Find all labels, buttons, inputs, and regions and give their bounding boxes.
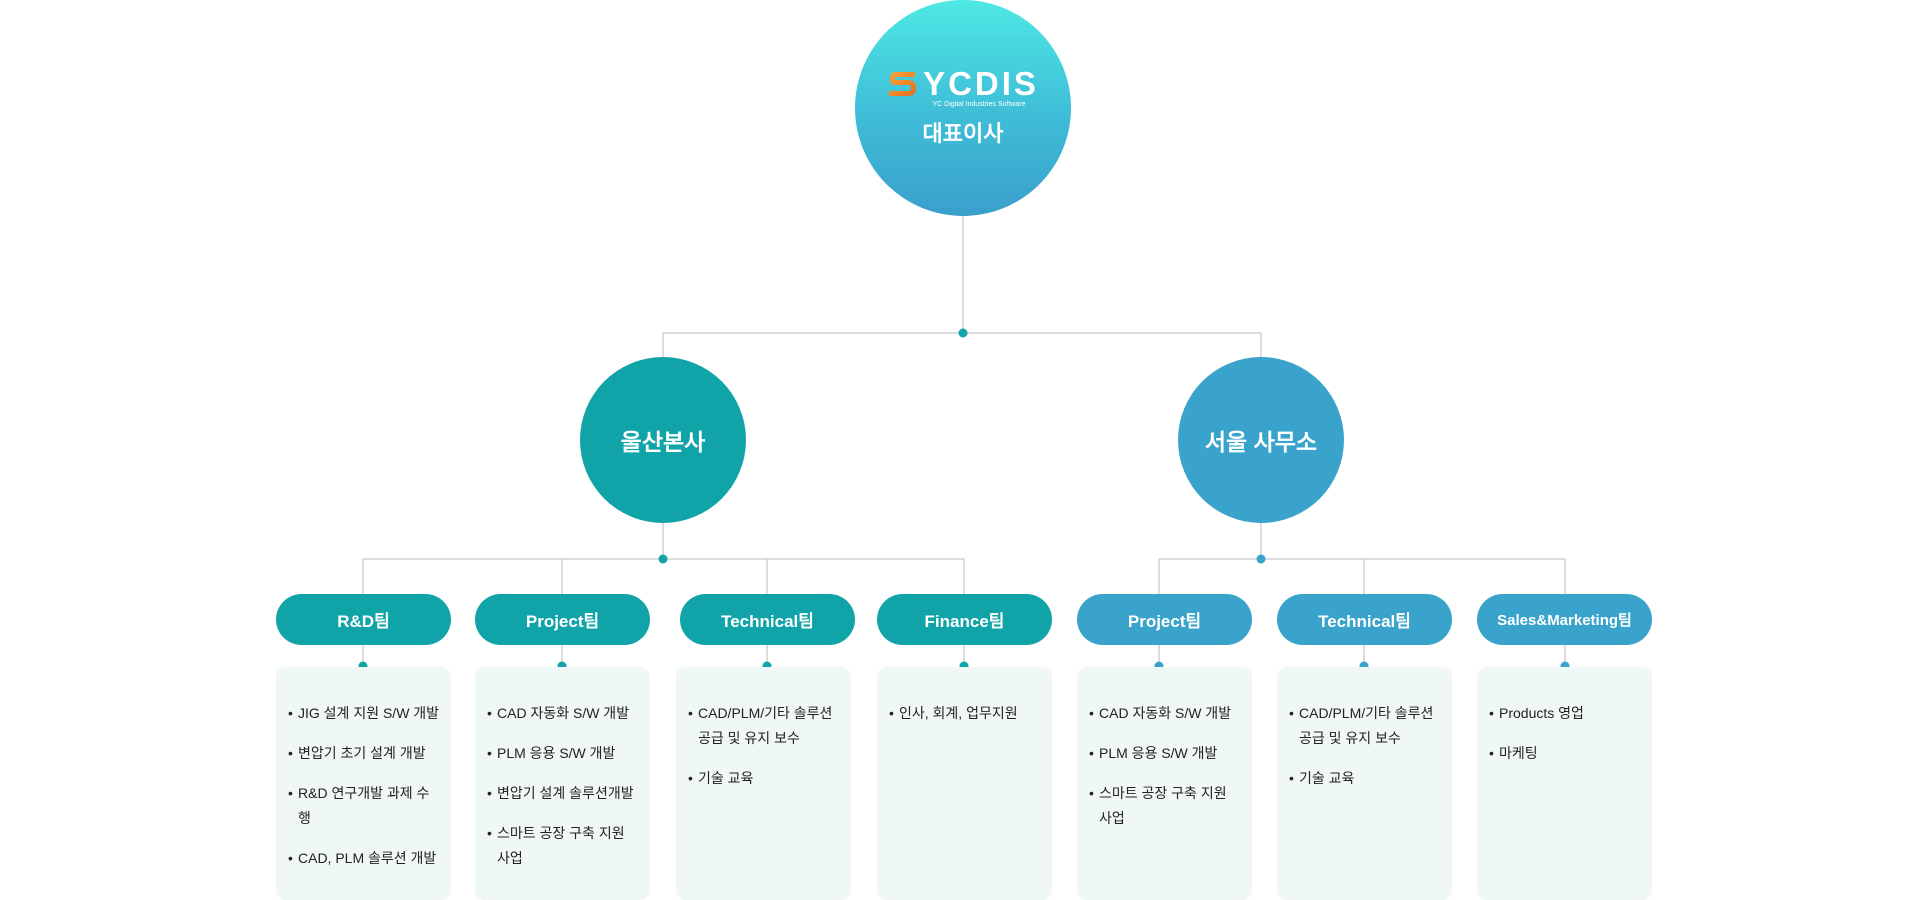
duty-item: 인사, 회계, 업무지원 <box>889 701 1042 726</box>
junction-dot-ceo <box>958 328 968 338</box>
team-pill-project-ulsan: Project팀 <box>475 594 650 645</box>
team-pill-project-seoul: Project팀 <box>1077 594 1252 645</box>
duty-item: CAD/PLM/기타 솔루션 공급 및 유지 보수 <box>1289 701 1442 751</box>
team-duties: CAD/PLM/기타 솔루션 공급 및 유지 보수 기술 교육 <box>688 701 841 791</box>
team-name: R&D팀 <box>337 612 390 631</box>
duty-item: JIG 설계 지원 S/W 개발 <box>288 701 441 726</box>
duty-item: CAD 자동화 S/W 개발 <box>1089 701 1242 726</box>
team-box-technical-seoul: CAD/PLM/기타 솔루션 공급 및 유지 보수 기술 교육 <box>1277 667 1452 900</box>
team-duties: CAD 자동화 S/W 개발 PLM 응용 S/W 개발 변압기 설계 솔루션개… <box>487 701 640 871</box>
junction-dot-ulsan <box>658 554 668 564</box>
team-pill-technical-ulsan: Technical팀 <box>680 594 855 645</box>
duty-item: Products 영업 <box>1489 701 1642 726</box>
team-name: Technical팀 <box>721 612 814 631</box>
team-duties: CAD 자동화 S/W 개발 PLM 응용 S/W 개발 스마트 공장 구축 지… <box>1089 701 1242 831</box>
duty-item: 마케팅 <box>1489 741 1642 766</box>
team-duties: JIG 설계 지원 S/W 개발 변압기 초기 설계 개발 R&D 연구개발 과… <box>288 701 441 871</box>
company-logo: YCDIS YC Digital Industries Software <box>887 64 1039 108</box>
duty-item: CAD/PLM/기타 솔루션 공급 및 유지 보수 <box>688 701 841 751</box>
duty-item: CAD 자동화 S/W 개발 <box>487 701 640 726</box>
team-box-project-seoul: CAD 자동화 S/W 개발 PLM 응용 S/W 개발 스마트 공장 구축 지… <box>1077 667 1252 900</box>
team-pill-rnd: R&D팀 <box>276 594 451 645</box>
team-box-project-ulsan: CAD 자동화 S/W 개발 PLM 응용 S/W 개발 변압기 설계 솔루션개… <box>475 667 650 900</box>
duty-item: 기술 교육 <box>1289 766 1442 791</box>
ceo-label: 대표이사 <box>922 120 1004 146</box>
team-name: Project팀 <box>1127 612 1202 631</box>
team-pill-finance: Finance팀 <box>877 594 1052 645</box>
team-name: Project팀 <box>525 612 600 631</box>
office-node-seoul: 서울 사무소 <box>1178 357 1344 523</box>
team-box-rnd: JIG 설계 지원 S/W 개발 변압기 초기 설계 개발 R&D 연구개발 과… <box>276 667 451 900</box>
team-duties: CAD/PLM/기타 솔루션 공급 및 유지 보수 기술 교육 <box>1289 701 1442 791</box>
team-duties: 인사, 회계, 업무지원 <box>889 701 1042 726</box>
team-duties: Products 영업 마케팅 <box>1489 701 1642 766</box>
duty-item: 스마트 공장 구축 지원 사업 <box>487 821 640 871</box>
duty-item: 기술 교육 <box>688 766 841 791</box>
duty-item: 변압기 설계 솔루션개발 <box>487 781 640 806</box>
duty-item: 변압기 초기 설계 개발 <box>288 741 441 766</box>
team-name: Finance팀 <box>924 612 1005 631</box>
duty-item: CAD, PLM 솔루션 개발 <box>288 846 441 871</box>
logo-mark-icon <box>889 71 917 96</box>
ceo-node: YCDIS YC Digital Industries Software 대표이… <box>855 0 1071 216</box>
duty-item: PLM 응용 S/W 개발 <box>1089 741 1242 766</box>
duty-item: R&D 연구개발 과제 수행 <box>288 781 441 831</box>
team-box-finance: 인사, 회계, 업무지원 <box>877 667 1052 900</box>
team-box-technical-ulsan: CAD/PLM/기타 솔루션 공급 및 유지 보수 기술 교육 <box>676 667 851 900</box>
office-label: 울산본사 <box>620 429 706 455</box>
office-label: 서울 사무소 <box>1204 429 1318 455</box>
junction-dot-seoul <box>1256 554 1266 564</box>
team-name: Sales&Marketing팀 <box>1497 612 1632 629</box>
team-name: Technical팀 <box>1318 612 1411 631</box>
duty-item: PLM 응용 S/W 개발 <box>487 741 640 766</box>
office-node-ulsan: 울산본사 <box>580 357 746 523</box>
team-box-sales-marketing: Products 영업 마케팅 <box>1477 667 1652 900</box>
logo-subtitle: YC Digital Industries Software <box>932 100 1026 108</box>
team-pill-sales-marketing: Sales&Marketing팀 <box>1477 594 1652 645</box>
team-pill-technical-seoul: Technical팀 <box>1277 594 1452 645</box>
duty-item: 스마트 공장 구축 지원 사업 <box>1089 781 1242 831</box>
logo-text: YCDIS <box>923 64 1039 102</box>
